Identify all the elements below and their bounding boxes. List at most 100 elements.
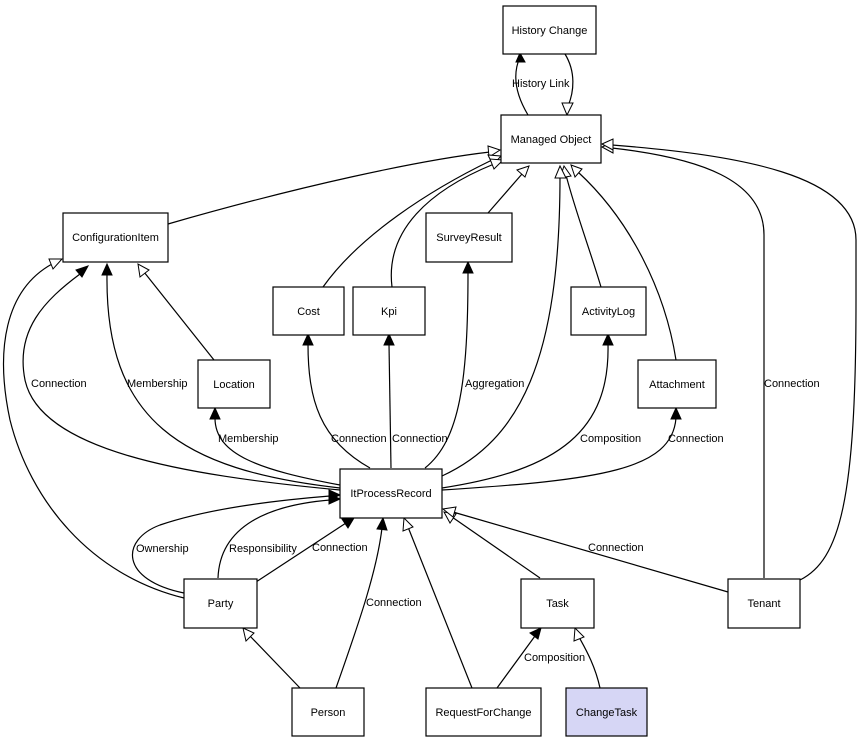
- arrowhead-history-change-inherit: [561, 102, 574, 117]
- edge-itpr-inherit: [441, 175, 561, 477]
- edge-itpr-ci-connection: [22, 273, 341, 491]
- edge-itpr-survey-aggregation: [424, 271, 469, 469]
- edge-rfc-task-composition: [496, 635, 536, 689]
- arrowhead-itpr-activitylog-composition: [602, 332, 614, 346]
- label-task-composition: Composition: [524, 652, 585, 664]
- edge-activitylog-inherit: [565, 174, 602, 288]
- edge-kpi-inherit: [390, 163, 495, 288]
- arrowhead-survey-inherit: [516, 165, 530, 178]
- label-tenant-connection: Connection: [764, 378, 820, 390]
- node-label-attachment: Attachment: [649, 379, 705, 391]
- arrowhead-rfc-itpr-inherit: [402, 516, 414, 532]
- arrowhead-itpr-cost-connection: [302, 332, 314, 346]
- arrowhead-itpr-kpi-connection: [383, 332, 395, 346]
- arrowhead-itpr-survey-aggregation: [462, 260, 474, 274]
- arrowhead-itpr-location-membership: [209, 406, 221, 420]
- edge-history-change-inherit: [564, 53, 574, 107]
- node-request-for-change[interactable]: RequestForChange: [425, 687, 542, 737]
- edge-ci-inherit: [167, 151, 491, 225]
- node-label-request-for-change: RequestForChange: [435, 707, 531, 719]
- edge-location-inherit: [143, 271, 215, 361]
- edge-cost-inherit: [322, 159, 493, 288]
- node-label-kpi: Kpi: [381, 306, 397, 318]
- edge-party-itpr-connection: [255, 522, 347, 583]
- label-tenant-itpr-connection: Connection: [588, 542, 644, 554]
- node-it-process-record[interactable]: ItProcessRecord: [339, 468, 443, 519]
- node-label-change-task: ChangeTask: [576, 707, 638, 719]
- node-label-party: Party: [208, 598, 234, 610]
- node-configuration-item[interactable]: ConfigurationItem: [62, 212, 169, 263]
- edges: [2, 51, 857, 689]
- label-party-responsibility: Responsibility: [229, 543, 297, 555]
- label-ci-connection: Connection: [31, 378, 87, 390]
- edge-tenant-inherit-a: [611, 147, 765, 578]
- edge-itpr-attachment-connection: [441, 417, 677, 491]
- arrowhead-ci-inherit: [487, 145, 502, 158]
- node-managed-object[interactable]: Managed Object: [500, 114, 602, 164]
- arrowhead-itpr-ci-membership: [101, 262, 113, 276]
- edge-itpr-kpi-connection: [388, 343, 392, 469]
- arrowhead-person-party-inherit: [242, 627, 255, 642]
- arrowhead-person-itpr-connection: [376, 516, 388, 531]
- arrowhead-itpr-attachment-connection: [670, 406, 682, 420]
- edge-itpr-ci-membership: [106, 273, 341, 489]
- arrowhead-tenant-itpr-connection: [441, 506, 457, 518]
- edge-person-itpr-connection: [335, 527, 383, 689]
- arrowhead-history-link: [515, 51, 526, 63]
- edge-changetask-task-inherit: [578, 636, 601, 689]
- label-location-membership: Membership: [218, 433, 279, 445]
- edge-party-itpr-responsibility: [217, 499, 331, 579]
- node-cost[interactable]: Cost: [272, 286, 345, 336]
- node-label-managed-object: Managed Object: [511, 134, 592, 146]
- node-history-change[interactable]: History Change: [502, 5, 597, 55]
- node-location[interactable]: Location: [197, 359, 271, 409]
- node-tenant[interactable]: Tenant: [727, 578, 801, 629]
- node-label-tenant: Tenant: [747, 598, 780, 610]
- node-attachment[interactable]: Attachment: [637, 359, 717, 409]
- node-kpi[interactable]: Kpi: [352, 286, 426, 336]
- arrowhead-attachment-inherit: [570, 164, 583, 178]
- arrowhead-location-inherit: [137, 263, 150, 278]
- arrowhead-itpr-inherit: [554, 164, 567, 179]
- node-label-it-process-record: ItProcessRecord: [350, 488, 431, 500]
- node-label-history-change: History Change: [512, 25, 588, 37]
- node-person[interactable]: Person: [291, 687, 365, 737]
- node-change-task[interactable]: ChangeTask: [565, 687, 648, 737]
- arrowhead-rfc-task-composition: [529, 627, 542, 640]
- node-party[interactable]: Party: [183, 578, 258, 629]
- edge-rfc-itpr-inherit: [407, 526, 473, 689]
- label-party-ownership: Ownership: [136, 543, 189, 555]
- label-person-connection: Connection: [366, 597, 422, 609]
- nodes: History Change Managed Object Configurat…: [62, 5, 801, 737]
- node-survey-result[interactable]: SurveyResult: [425, 212, 513, 263]
- edge-labels: History Link Connection Membership Membe…: [31, 78, 820, 664]
- edge-itpr-activitylog-composition: [441, 343, 609, 489]
- edge-person-party-inherit: [249, 635, 301, 689]
- arrowhead-party-itpr-connection: [341, 517, 355, 529]
- label-history-link: History Link: [512, 78, 570, 90]
- label-kpi-connection: Connection: [392, 433, 448, 445]
- edge-party-itpr-ownership: [131, 495, 331, 594]
- edge-attachment-inherit: [577, 171, 677, 361]
- edge-tenant-itpr-connection: [452, 511, 729, 593]
- arrowhead-party-ci-inherit: [48, 258, 64, 270]
- arrowhead-tenant-inherit-b: [600, 138, 614, 151]
- node-label-location: Location: [213, 379, 255, 391]
- node-activity-log[interactable]: ActivityLog: [570, 286, 647, 336]
- node-label-activity-log: ActivityLog: [582, 306, 635, 318]
- arrowhead-itpr-ci-connection: [75, 265, 90, 278]
- edge-itpr-location-membership: [214, 417, 341, 486]
- node-task[interactable]: Task: [520, 578, 595, 629]
- label-activitylog-composition: Composition: [580, 433, 641, 445]
- edge-party-ci-inherit: [2, 263, 185, 599]
- label-survey-aggregation: Aggregation: [465, 378, 524, 390]
- arrowhead-changetask-task-inherit: [573, 626, 585, 642]
- node-label-configuration-item: ConfigurationItem: [72, 232, 159, 244]
- node-label-person: Person: [311, 707, 346, 719]
- node-label-cost: Cost: [297, 306, 320, 318]
- label-party-connection: Connection: [312, 542, 368, 554]
- arrowhead-party-itpr-responsibility: [328, 493, 342, 505]
- label-cost-connection: Connection: [331, 433, 387, 445]
